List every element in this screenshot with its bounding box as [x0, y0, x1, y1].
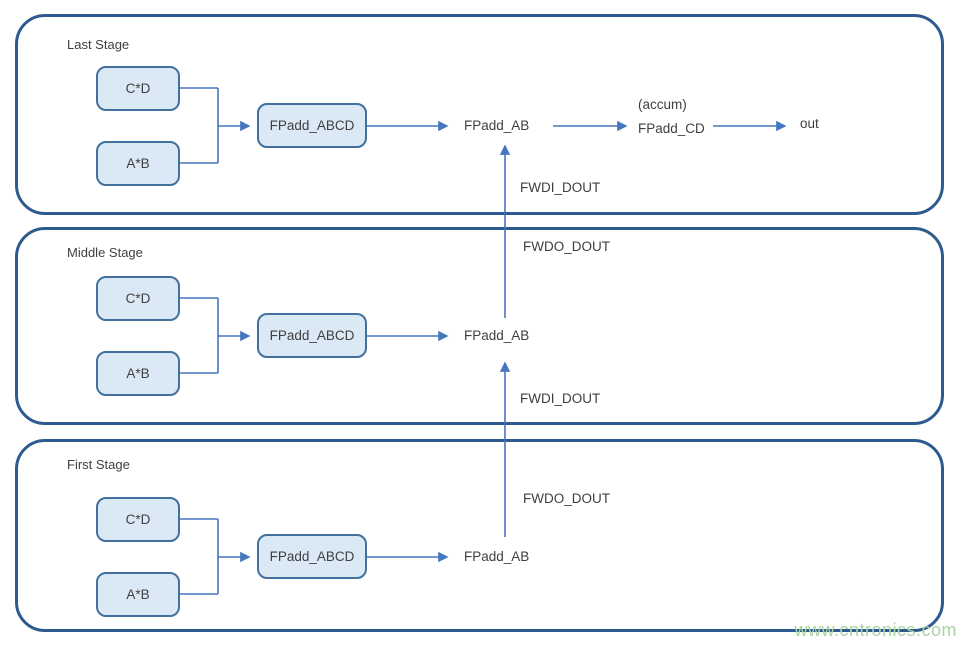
label-fpadd-ab-last: FPadd_AB [464, 118, 530, 133]
stage-container-middle [15, 227, 944, 425]
label-fwdo-dout-first: FWDO_DOUT [523, 491, 610, 506]
label-fwdi-dout-middle: FWDI_DOUT [520, 391, 601, 406]
stage-label-first: First Stage [67, 457, 130, 472]
node-mult-cd-last: C*D [96, 66, 180, 111]
watermark-text: www.cntronics.com [794, 620, 957, 640]
stage-label-last: Last Stage [67, 37, 130, 52]
node-mult-cd-middle: C*D [96, 276, 180, 321]
stage-container-last [15, 14, 944, 215]
node-fpadd-abcd-last: FPadd_ABCD [257, 103, 367, 148]
label-fwdi-dout-last: FWDI_DOUT [520, 180, 601, 195]
stage-container-first [15, 439, 944, 632]
label-fwdo-dout-middle: FWDO_DOUT [523, 239, 610, 254]
label-fpadd-ab-first: FPadd_AB [464, 549, 530, 564]
label-out: out [800, 116, 819, 131]
node-mult-cd-first: C*D [96, 497, 180, 542]
node-fpadd-abcd-middle: FPadd_ABCD [257, 313, 367, 358]
label-accum-note: (accum) [638, 97, 687, 112]
stage-label-middle: Middle Stage [67, 245, 143, 260]
node-mult-ab-middle: A*B [96, 351, 180, 396]
label-fpadd-ab-middle: FPadd_AB [464, 328, 530, 343]
node-fpadd-abcd-first: FPadd_ABCD [257, 534, 367, 579]
node-mult-ab-last: A*B [96, 141, 180, 186]
label-fpadd-cd: FPadd_CD [638, 121, 705, 136]
node-mult-ab-first: A*B [96, 572, 180, 617]
